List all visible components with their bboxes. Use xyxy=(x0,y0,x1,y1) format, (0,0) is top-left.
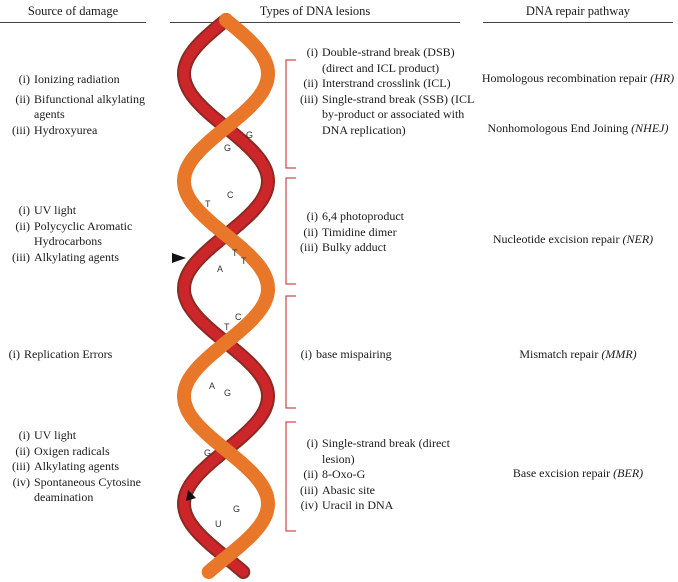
lesion-bracket xyxy=(285,177,296,285)
lesion-marker-icon xyxy=(186,490,196,501)
lesions-row-2: (i)6,4 photoproduct (ii)Timidine dimer (… xyxy=(296,209,476,256)
source-item: (i)UV light xyxy=(18,428,77,442)
lesion-item: (i)6,4 photoproduct xyxy=(306,209,404,223)
lesion-item: (ii)Interstrand crosslink (ICL) xyxy=(303,76,451,90)
source-item: (i)UV light xyxy=(18,203,77,217)
sources-row-3: (i)Replication Errors xyxy=(8,347,158,363)
helix-strand-front xyxy=(176,13,276,579)
helix-base-label: C xyxy=(227,190,234,200)
header-source: Source of damage xyxy=(0,4,146,23)
lesion-item: (iii)Bulky adduct xyxy=(300,240,387,254)
helix-base-label: A xyxy=(217,264,223,274)
helix-base-label: G xyxy=(204,448,211,458)
repair-hr: Homologous recombination repair (HR) xyxy=(481,71,675,85)
lesion-item: (i)base mispairing xyxy=(300,347,392,361)
repair-nhej: Nonhomologous End Joining (NHEJ) xyxy=(487,121,669,135)
lesions-row-1: (i)Double-strand break (DSB) (direct and… xyxy=(296,45,476,138)
lesion-bracket xyxy=(285,59,296,169)
helix-base-label: T xyxy=(241,256,247,266)
source-item: (i)Replication Errors xyxy=(8,347,113,361)
helix-base-label: T xyxy=(205,199,211,209)
lesion-item: (iii)Single-strand break (SSB) (ICL by-p… xyxy=(300,91,474,137)
helix-base-label: A xyxy=(209,381,215,391)
helix-base-label: G xyxy=(224,388,231,398)
lesion-bracket xyxy=(285,295,296,409)
sources-row-2: (i)UV light (ii)Polycyclic Aromatic Hydr… xyxy=(8,203,158,265)
sources-row-1: (i)Ionizing radiation (ii)Bifunctional a… xyxy=(8,72,158,138)
lesion-item: (i)Double-strand break (DSB) (direct and… xyxy=(306,45,455,75)
source-item: (i)Ionizing radiation xyxy=(18,72,120,86)
source-item: (iii)Hydroxyurea xyxy=(12,122,98,137)
header-repair: DNA repair pathway xyxy=(483,4,673,23)
header-lesions: Types of DNA lesions xyxy=(170,4,460,23)
source-item: (iii)Alkylating agents xyxy=(12,459,119,473)
lesion-item: (iii)Abasic site xyxy=(300,482,375,497)
lesion-item: (i)Single-strand break (direct lesion) xyxy=(306,436,450,466)
source-item: (iv)Spontaneous Cytosine deamination xyxy=(12,474,141,505)
source-item: (iii)Alkylating agents xyxy=(12,249,119,264)
helix-base-label: U xyxy=(215,519,222,529)
lesion-marker-icon xyxy=(172,253,186,263)
source-item: (ii)Polycyclic Aromatic Hydrocarbons xyxy=(15,218,133,249)
lesion-item: (ii)Timidine dimer xyxy=(303,224,397,239)
helix-base-label: C xyxy=(235,312,242,322)
lesions-row-3: (i)base mispairing xyxy=(300,347,480,363)
helix-base-label: T xyxy=(224,322,230,332)
helix-base-label: G xyxy=(233,504,240,514)
helix-strand-back-highlight xyxy=(178,15,274,577)
lesion-bracket xyxy=(285,421,296,532)
lesions-row-4: (i)Single-strand break (direct lesion) (… xyxy=(296,436,476,514)
source-item: (ii)Bifunctional alkylating agents xyxy=(15,91,145,122)
helix-base-label: G xyxy=(224,143,231,153)
helix-base-label: G xyxy=(246,130,253,140)
source-item: (ii)Oxigen radicals xyxy=(15,443,110,458)
lesion-item: (ii)8-Oxo-G xyxy=(303,467,366,481)
repair-ner: Nucleotide excision repair (NER) xyxy=(492,232,654,246)
repair-ber: Base excision repair (BER) xyxy=(512,466,644,480)
sources-row-4: (i)UV light (ii)Oxigen radicals (iii)Alk… xyxy=(8,428,158,506)
helix-base-label: T xyxy=(232,248,238,258)
lesion-item: (iv)Uracil in DNA xyxy=(300,498,394,512)
repair-mmr: Mismatch repair (MMR) xyxy=(519,347,637,361)
